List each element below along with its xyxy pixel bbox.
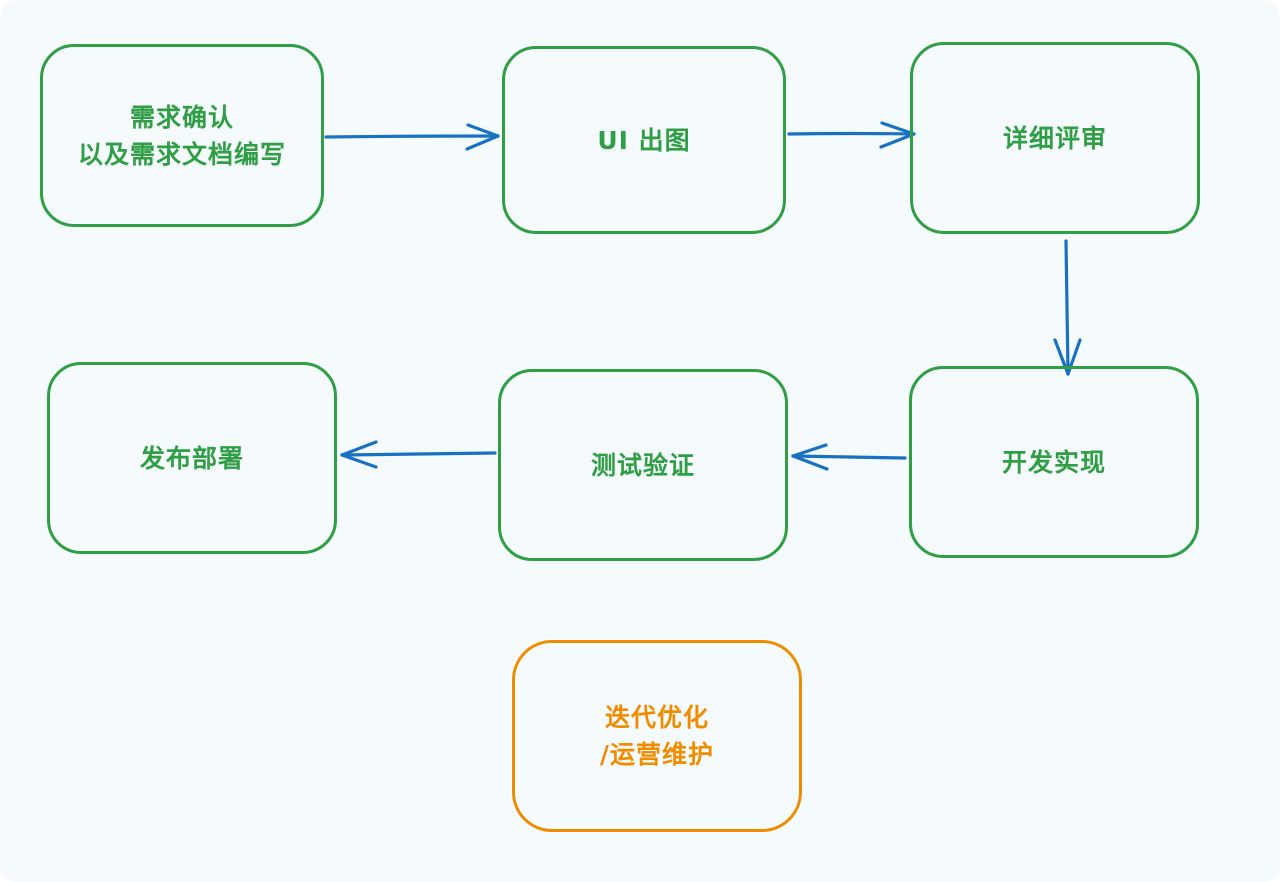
node-iteration[interactable]: 迭代优化 /运营维护 [512, 640, 802, 832]
node-review[interactable]: 详细评审 [910, 42, 1200, 234]
node-development[interactable]: 开发实现 [909, 366, 1199, 558]
node-deployment-label: 发布部署 [139, 443, 244, 473]
node-testing-label: 测试验证 [590, 450, 695, 480]
node-testing[interactable]: 测试验证 [498, 369, 788, 561]
arrow-development-to-testing [791, 443, 907, 471]
node-requirements[interactable]: 需求确认 以及需求文档编写 [40, 44, 324, 227]
node-ui-design-label: UI 出图 [597, 125, 691, 155]
node-requirements-label: 需求确认 以及需求文档编写 [77, 102, 286, 169]
arrow-review-to-development [1053, 239, 1082, 376]
arrow-testing-to-deployment [340, 440, 497, 469]
node-review-label: 详细评审 [1002, 123, 1107, 153]
node-deployment[interactable]: 发布部署 [47, 362, 337, 554]
node-iteration-label: 迭代优化 /运营维护 [599, 703, 715, 769]
arrow-ui-to-review [787, 121, 916, 149]
node-development-label: 开发实现 [1001, 447, 1106, 477]
node-ui-design[interactable]: UI 出图 [502, 46, 786, 234]
arrow-requirements-to-ui [324, 123, 500, 151]
